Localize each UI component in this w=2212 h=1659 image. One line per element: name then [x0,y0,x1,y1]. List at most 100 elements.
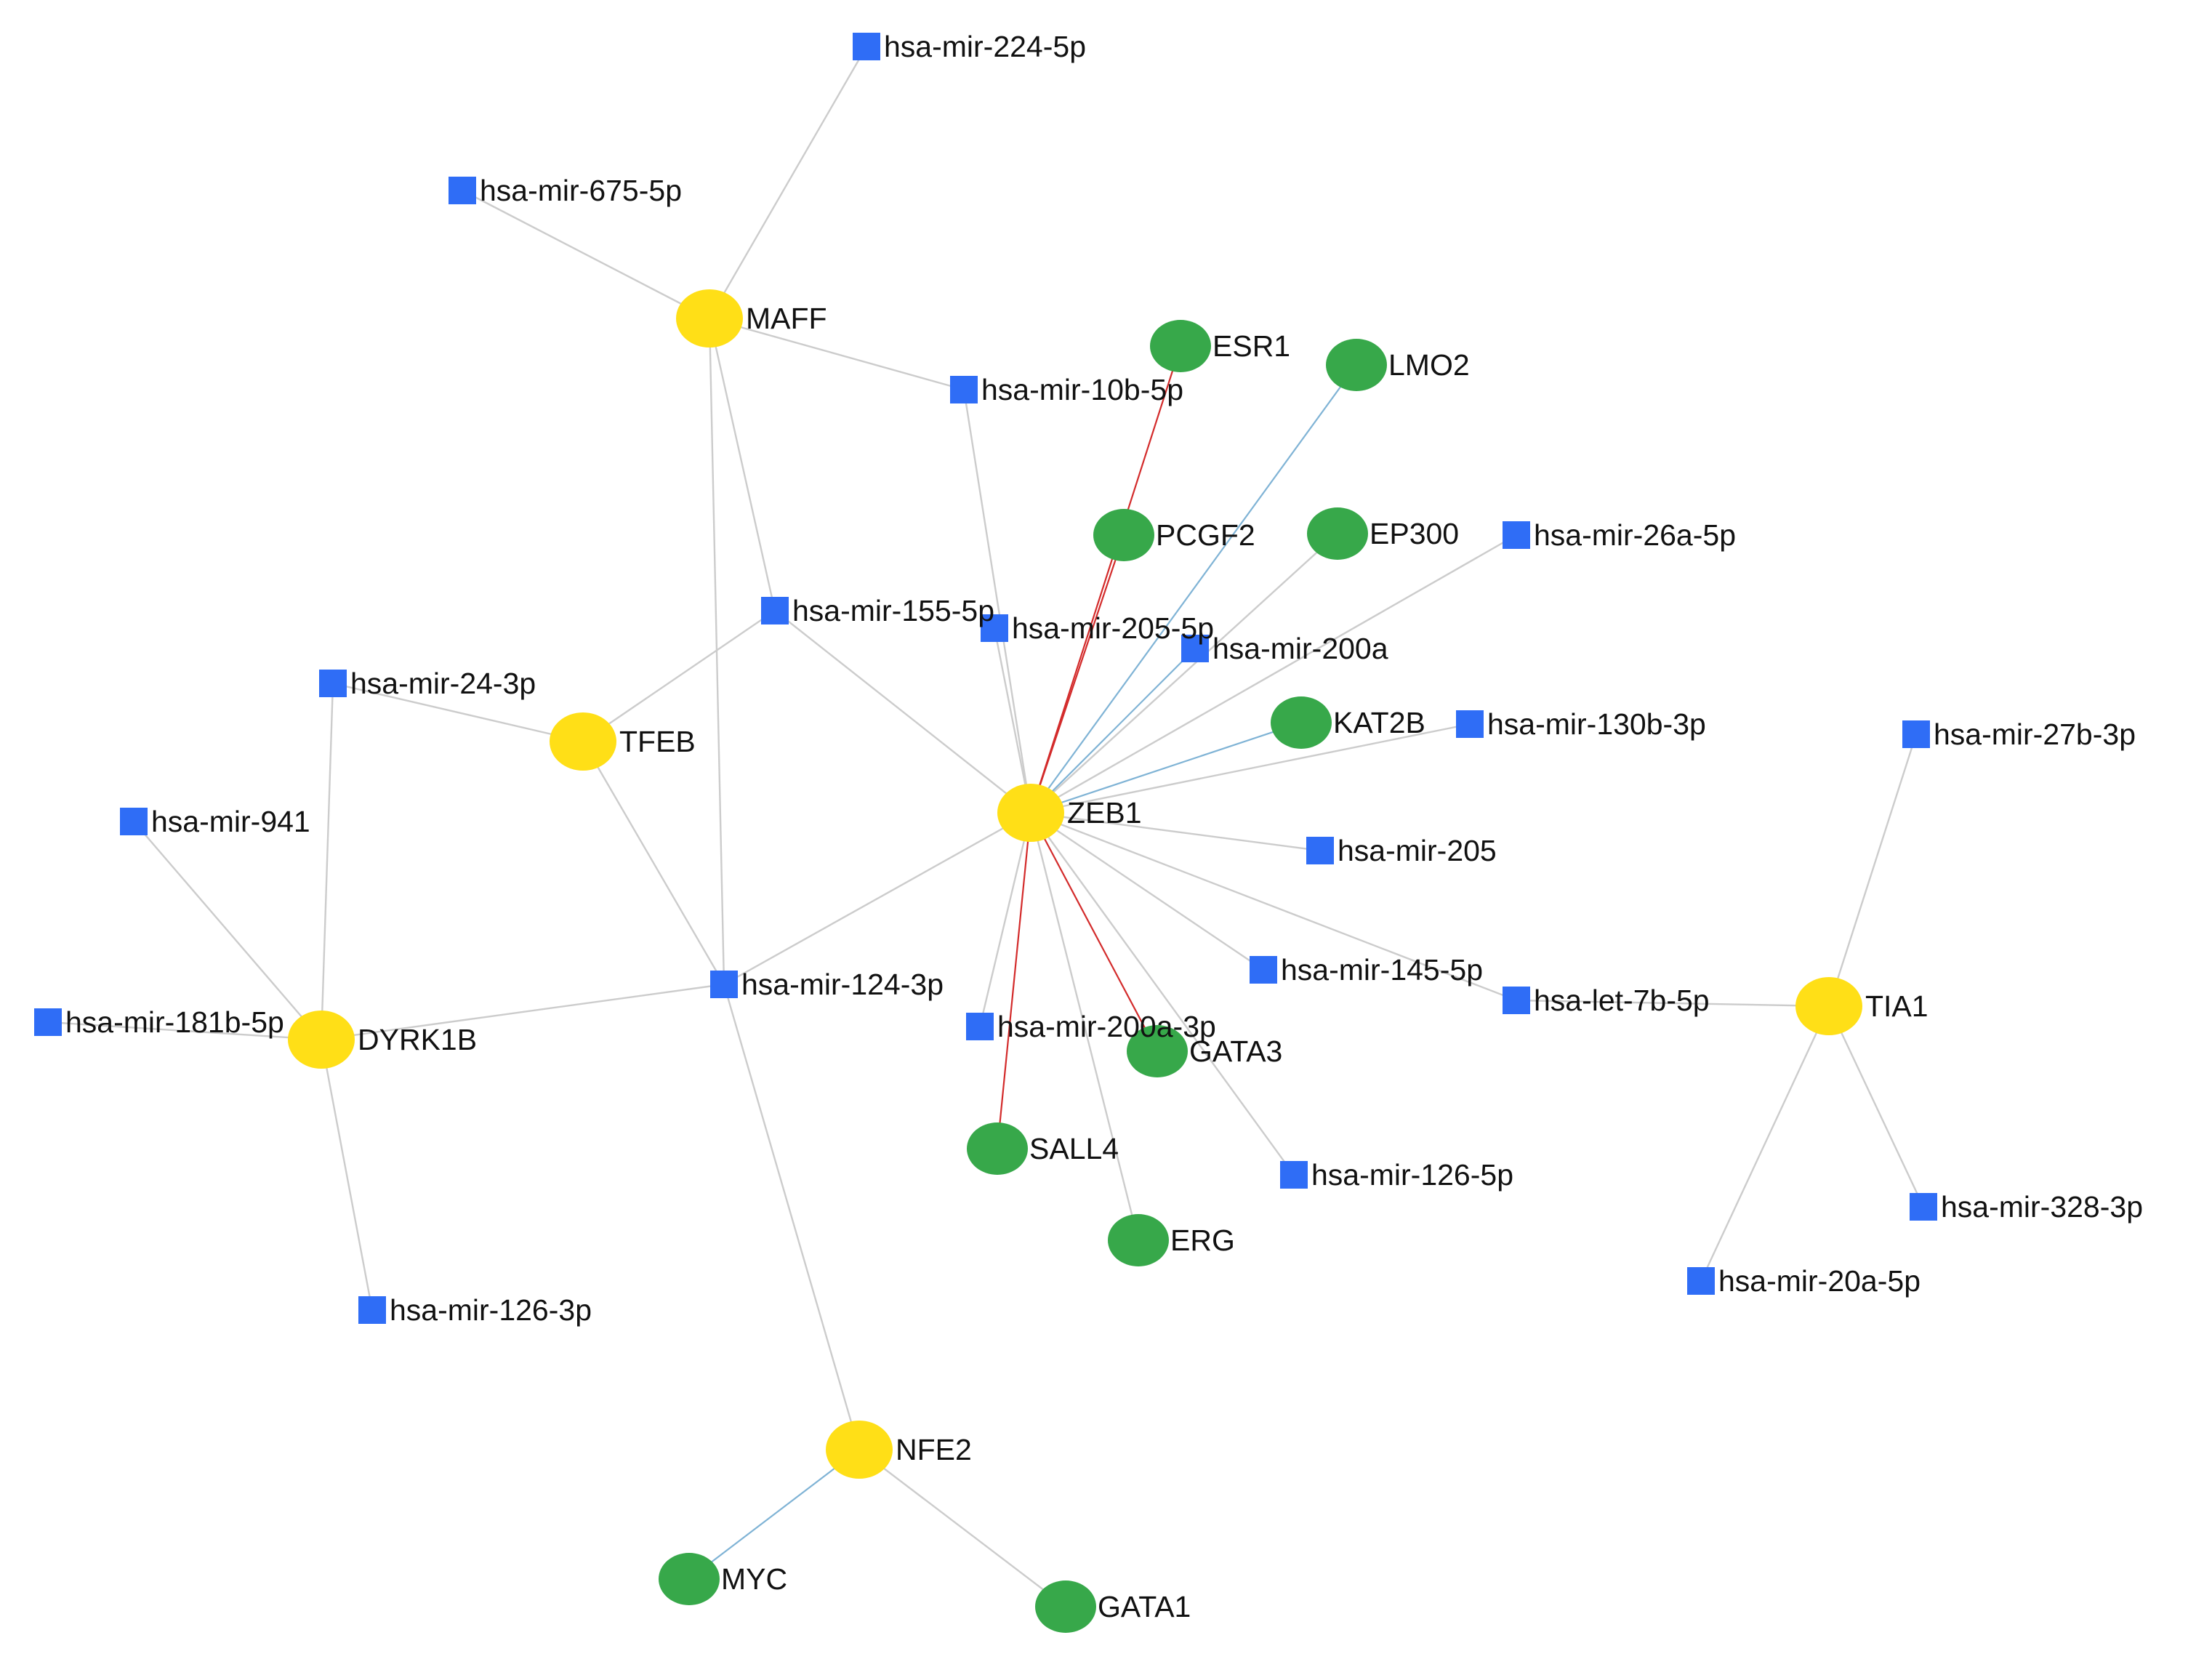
edge-tfeb-mir24-3p [332,682,584,743]
edge-zeb1-esr1 [1029,345,1182,814]
node-label-hsa-mir-145-5p: hsa-mir-145-5p [1281,953,1483,987]
mirna-node-hsa-mir-145-5p [1250,956,1277,984]
gene-node-tia1 [1795,977,1862,1035]
edge-zeb1-pcgf2 [1029,534,1125,814]
mirna-node-hsa-mir-328-3p [1910,1193,1937,1221]
edge-tia1-let7b-5p [1516,999,1830,1008]
node-label-hsa-mir-941: hsa-mir-941 [151,805,310,838]
node-label-hsa-mir-24-3p: hsa-mir-24-3p [350,667,536,700]
node-label-hsa-mir-126-3p: hsa-mir-126-3p [390,1293,592,1327]
mirna-node-hsa-mir-675-5p [449,177,476,204]
node-label-pcgf2: PCGF2 [1156,518,1255,552]
tf-node-ep300 [1307,507,1368,560]
node-label-dyrk1b: DYRK1B [358,1023,477,1056]
node-label-hsa-mir-181b-5p: hsa-mir-181b-5p [65,1005,284,1039]
node-label-hsa-mir-328-3p: hsa-mir-328-3p [1941,1190,2143,1224]
edge-zeb1-mir145-5p [1030,812,1264,971]
edge-zeb1-mir130b-3p [1030,723,1471,814]
mirna-node-hsa-mir-200a-3p [966,1013,994,1040]
mirna-node-hsa-mir-155-5p [761,597,789,624]
edge-zeb1-sall4 [996,812,1032,1149]
edge-zeb1-gata3 [1030,812,1158,1052]
edge-maff-mir675-5p [462,189,710,320]
tf-node-sall4 [967,1122,1028,1175]
edge-zeb1-mir200a [1030,648,1196,814]
edge-maff-mir10b-5p [709,317,965,391]
edge-zeb1-mir124-3p [723,811,1031,986]
node-label-erg: ERG [1170,1224,1235,1257]
tf-node-gata1 [1035,1580,1096,1633]
edge-maff-mir224-5p [708,46,868,319]
gene-node-zeb1 [997,784,1064,842]
edge-zeb1-erg [1029,812,1140,1241]
edges-layer [47,46,1925,1607]
edge-dyrk1b-mir941 [133,821,322,1040]
node-label-lmo2: LMO2 [1388,348,1470,382]
node-label-zeb1: ZEB1 [1067,796,1142,830]
node-label-sall4: SALL4 [1029,1132,1119,1165]
mirna-node-hsa-mir-941 [120,808,148,835]
edge-zeb1-mir200a-3p [978,812,1032,1027]
tf-node-myc [659,1553,720,1605]
node-label-gata1: GATA1 [1098,1590,1191,1623]
node-label-nfe2: NFE2 [896,1433,972,1466]
edge-zeb1-lmo2 [1030,364,1357,814]
tf-node-gata3 [1127,1025,1188,1077]
tf-node-pcgf2 [1093,509,1154,561]
edge-zeb1-mir205 [1030,811,1321,852]
mirna-node-hsa-mir-205 [1306,837,1334,864]
node-label-hsa-mir-205: hsa-mir-205 [1338,834,1497,867]
edge-nfe2-gata1 [858,1449,1066,1607]
gene-node-tfeb [550,712,616,771]
mirna-node-hsa-mir-24-3p [319,670,347,697]
node-label-kat2b: KAT2B [1333,706,1425,739]
mirna-node-hsa-mir-181b-5p [34,1008,62,1036]
node-label-hsa-let-7b-5p: hsa-let-7b-5p [1534,984,1710,1017]
node-label-ep300: EP300 [1370,517,1459,550]
tf-node-erg [1108,1214,1169,1266]
nodes-layer [34,33,1937,1633]
edge-zeb1-mir126-5p [1030,812,1295,1176]
edge-dyrk1b-mir124-3p [321,983,725,1041]
edge-dyrk1b-mir24-3p [320,683,334,1040]
node-label-tia1: TIA1 [1865,989,1929,1023]
node-label-maff: MAFF [746,302,827,335]
mirna-node-hsa-mir-126-3p [358,1296,386,1324]
gene-node-maff [676,289,743,348]
node-label-hsa-mir-126-5p: hsa-mir-126-5p [1311,1158,1513,1192]
node-label-gata3: GATA3 [1189,1035,1282,1068]
mirna-node-hsa-mir-126-5p [1280,1161,1308,1189]
mirna-node-hsa-mir-10b-5p [950,376,978,403]
gene-node-nfe2 [826,1421,893,1479]
edge-zeb1-mir26a-5p [1030,534,1517,814]
mirna-node-hsa-mir-20a-5p [1687,1267,1715,1295]
node-label-hsa-mir-130b-3p: hsa-mir-130b-3p [1487,707,1706,741]
node-label-hsa-mir-155-5p: hsa-mir-155-5p [792,594,994,627]
edge-zeb1-mir155-5p [774,610,1031,814]
edge-tia1-mir27b-3p [1827,734,1918,1007]
edge-maff-mir124-3p [708,318,725,985]
edge-dyrk1b-mir181b-5p [47,1021,322,1041]
mirna-node-hsa-mir-200a [1181,635,1209,662]
edge-maff-mir155-5p [708,318,776,611]
edge-tia1-mir328-3p [1827,1005,1925,1208]
tf-node-kat2b [1271,696,1332,749]
edge-nfe2-myc [688,1449,860,1580]
edge-dyrk1b-mir126-3p [320,1039,374,1311]
node-label-hsa-mir-200a-3p: hsa-mir-200a-3p [997,1010,1216,1043]
edge-zeb1-mir205-5p [993,627,1032,814]
node-label-hsa-mir-27b-3p: hsa-mir-27b-3p [1934,718,2136,751]
edge-zeb1-kat2b [1030,721,1302,814]
tf-node-lmo2 [1326,339,1387,391]
node-label-hsa-mir-124-3p: hsa-mir-124-3p [741,968,944,1001]
mirna-node-hsa-mir-130b-3p [1456,710,1484,738]
node-label-hsa-mir-26a-5p: hsa-mir-26a-5p [1534,518,1736,552]
tf-node-esr1 [1150,320,1211,372]
edge-tia1-mir20a-5p [1700,1005,1830,1282]
node-label-esr1: ESR1 [1212,329,1290,363]
mirna-node-hsa-mir-224-5p [853,33,880,60]
mirna-node-hsa-mir-26a-5p [1503,521,1530,549]
node-label-hsa-mir-224-5p: hsa-mir-224-5p [884,30,1086,63]
